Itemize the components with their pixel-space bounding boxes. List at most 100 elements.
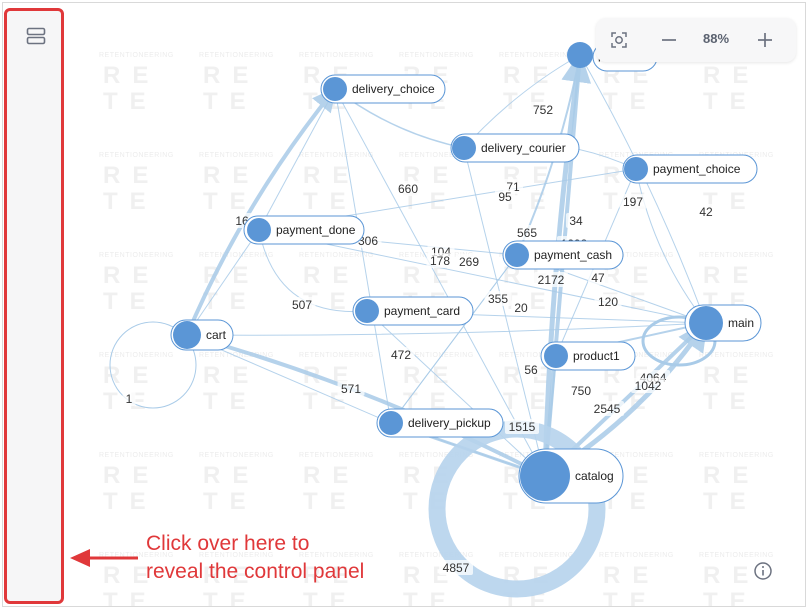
- watermark-sub: RETENTIONEERING: [99, 352, 174, 359]
- edge-label-bg: [594, 294, 622, 309]
- info-button[interactable]: [748, 556, 778, 586]
- edge-label: 1: [126, 392, 133, 406]
- watermark-sub: RETENTIONEERING: [299, 452, 374, 459]
- edge-label: 355: [488, 292, 508, 306]
- node-delivery-pickup[interactable]: delivery_pickup: [376, 408, 504, 438]
- edge-label: 269: [459, 255, 479, 269]
- node-payment-done[interactable]: payment_done: [243, 215, 365, 245]
- annotation-arrow-icon: [70, 549, 138, 567]
- watermark-letters: RE: [103, 462, 160, 489]
- fit-view-button[interactable]: [604, 25, 634, 55]
- watermark-letters: TE: [103, 488, 158, 515]
- transition-graph[interactable]: RETENTIONEERINGRETERETENTIONEERINGRETERE…: [3, 3, 806, 607]
- watermark-sub: RETENTIONEERING: [499, 552, 574, 559]
- node-pill: [320, 74, 446, 104]
- zoom-in-button[interactable]: [750, 25, 780, 55]
- edge-label: 42: [699, 205, 713, 219]
- watermark-sub: RETENTIONEERING: [199, 452, 274, 459]
- edge-label-bg: [588, 270, 608, 285]
- node-main[interactable]: main: [684, 304, 762, 342]
- node-product1[interactable]: product1: [540, 341, 636, 371]
- edge-label-bg: [288, 297, 316, 312]
- node-layer: pdelivery_choicedelivery_courierpayment_…: [170, 42, 762, 504]
- edge-label: 507: [292, 298, 312, 312]
- watermark-letters: RE: [103, 262, 160, 289]
- node-catalog[interactable]: catalog: [518, 448, 624, 504]
- edge-label-bg: [511, 300, 531, 315]
- watermark-letters: TE: [303, 488, 358, 515]
- edge-label: 565: [517, 226, 537, 240]
- edge-label-bg: [696, 204, 716, 219]
- edge-label-bg: [387, 347, 415, 362]
- node-circle: [520, 451, 570, 501]
- node-pill: [622, 154, 758, 184]
- control-panel-sidebar[interactable]: [4, 8, 64, 604]
- edge-label-bg: [534, 272, 568, 287]
- edge-label: 1515: [509, 420, 536, 434]
- node-payment-card[interactable]: payment_card: [352, 296, 474, 326]
- watermark-letters: TE: [303, 188, 358, 215]
- node-delivery-choice[interactable]: delivery_choice: [320, 74, 446, 104]
- panel-toggle-button[interactable]: [21, 21, 51, 51]
- watermark-letters: RE: [203, 362, 260, 389]
- node-payment-choice[interactable]: payment_choice: [622, 154, 758, 184]
- watermark-letters: TE: [103, 88, 158, 115]
- watermark-letters: RE: [203, 462, 260, 489]
- node-circle: [323, 77, 347, 101]
- node-payment-cash[interactable]: payment_cash: [502, 240, 624, 270]
- watermark-sub: RETENTIONEERING: [399, 552, 474, 559]
- watermark-letters: TE: [403, 588, 458, 607]
- watermark-letters: RE: [203, 562, 260, 589]
- watermark-sub: RETENTIONEERING: [399, 152, 474, 159]
- zoom-out-button[interactable]: [654, 25, 684, 55]
- graph-edge: [257, 229, 368, 313]
- node-circle: [567, 42, 593, 68]
- edge-label: 752: [533, 103, 553, 117]
- edge-label-bg: [567, 383, 595, 398]
- node-circle: [173, 321, 201, 349]
- node-label: delivery_pickup: [408, 416, 491, 430]
- node-delivery-courier[interactable]: delivery_courier: [450, 133, 580, 163]
- edge-label-bg: [337, 381, 365, 396]
- fit-view-icon: [611, 32, 627, 48]
- watermark-sub: RETENTIONEERING: [99, 552, 174, 559]
- watermark-letters: RE: [603, 562, 660, 589]
- edge-label: 120: [598, 295, 618, 309]
- watermark-sub: RETENTIONEERING: [699, 552, 774, 559]
- watermark-sub: RETENTIONEERING: [399, 52, 474, 59]
- edge-label-bg: [505, 419, 539, 434]
- zoom-level: 88%: [702, 31, 730, 46]
- node-label: delivery_choice: [352, 82, 435, 96]
- watermark-letters: RE: [203, 162, 260, 189]
- edge-label: 47: [591, 271, 605, 285]
- watermark-letters: RE: [103, 162, 160, 189]
- node-cart[interactable]: cart: [170, 319, 234, 351]
- zoom-out-icon: [662, 39, 676, 41]
- graph-edge: [186, 333, 548, 478]
- zoom-in-icon: [758, 33, 772, 47]
- watermark-letters: TE: [103, 188, 158, 215]
- edge-label: 750: [571, 384, 591, 398]
- info-icon: [754, 562, 772, 580]
- edge-label-bg: [484, 291, 512, 306]
- edge-label: 306: [358, 234, 378, 248]
- edge-label-bg: [439, 560, 473, 575]
- node-pill: [502, 240, 624, 270]
- watermark-sub: RETENTIONEERING: [699, 252, 774, 259]
- edge-label: 2545: [594, 402, 621, 416]
- watermark-sub: RETENTIONEERING: [99, 252, 174, 259]
- watermark-letters: TE: [603, 588, 658, 607]
- watermark-letters: TE: [703, 388, 758, 415]
- watermark-sub: RETENTIONEERING: [499, 352, 574, 359]
- watermark-letters: RE: [703, 62, 760, 89]
